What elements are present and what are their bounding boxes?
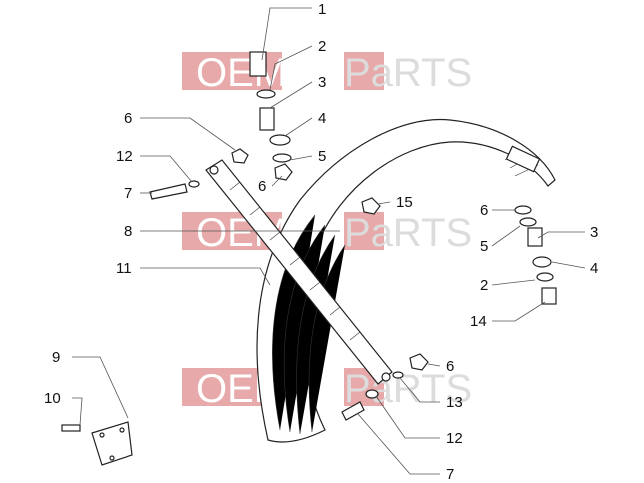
callout-2-right: 2 [480,277,488,294]
watermark-top-left: OEM [196,51,287,95]
callout-14: 14 [470,313,487,330]
top-hardware [149,51,293,200]
callout-6-mid: 6 [258,178,266,195]
lower-hardware [341,353,429,421]
callout-3-top: 3 [318,74,326,91]
callout-2-top: 2 [318,38,326,55]
callout-3-right: 3 [590,224,598,241]
callout-4-top: 4 [318,110,326,127]
callout-6-bottom: 6 [446,358,454,375]
callout-7-bottom: 7 [446,466,454,483]
callout-12-bottom: 12 [446,430,463,447]
callout-labels: 1 2 3 4 5 6 6 12 7 8 15 11 6 3 5 4 2 14 … [44,1,598,483]
watermark-bottom: OEM PaRTS [182,367,472,411]
callout-6-top: 6 [124,110,132,127]
support-stay [205,159,393,385]
callout-10: 10 [44,390,61,407]
callout-7-top: 7 [124,185,132,202]
watermark-middle-right: PaRTS [344,211,472,255]
watermark-top: OEM PaRTS [182,51,472,95]
callout-13: 13 [446,394,463,411]
callout-6-right: 6 [480,202,488,219]
callout-11: 11 [116,260,132,277]
leader-lines [72,7,586,475]
watermark-bottom-right: PaRTS [344,367,472,411]
callout-8: 8 [124,223,132,240]
callout-12-top: 12 [116,148,133,165]
callout-15: 15 [396,194,413,211]
mount-plate [61,421,133,466]
callout-9: 9 [52,349,60,366]
callout-1: 1 [318,1,326,18]
callout-5-right: 5 [480,238,488,255]
callout-4-right: 4 [590,260,598,277]
watermark-top-right: PaRTS [344,51,472,95]
right-hardware [361,197,557,305]
callout-5-top: 5 [318,148,326,165]
